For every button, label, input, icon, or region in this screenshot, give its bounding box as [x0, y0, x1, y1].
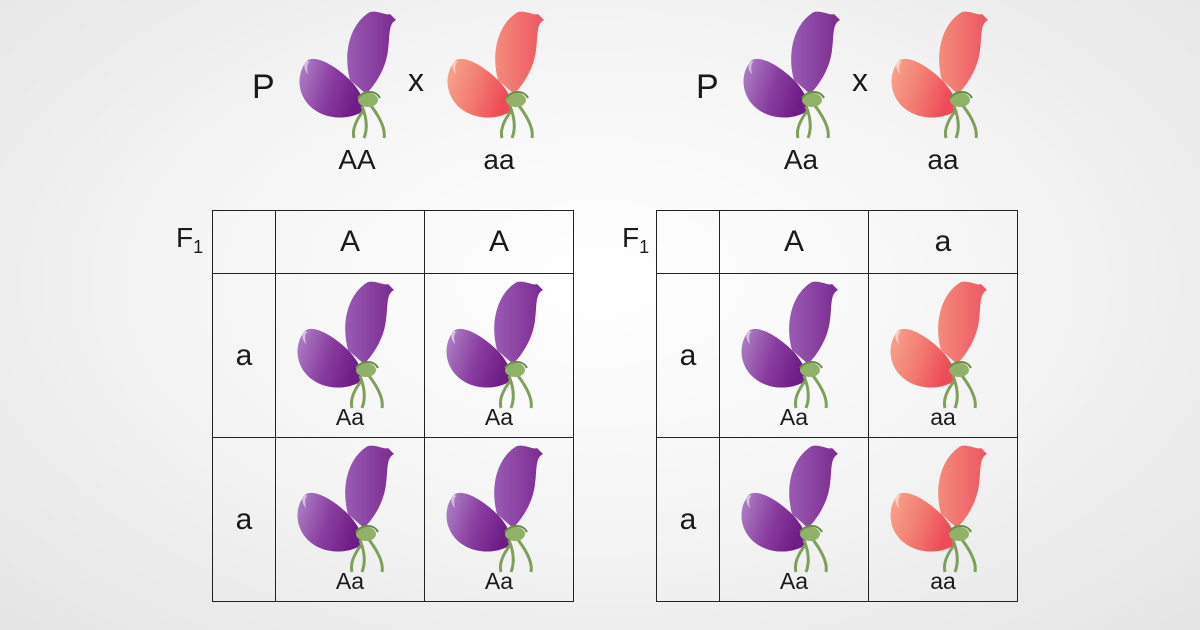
punnett-square-right: A a a Aa aa a Aa aa: [656, 210, 1018, 602]
purple-flower-icon: [734, 280, 854, 410]
cross-symbol: x: [408, 62, 424, 98]
offspring-cell: Aa: [275, 273, 425, 438]
offspring-cell: aa: [868, 437, 1018, 602]
offspring-cell: Aa: [424, 437, 574, 602]
row-allele: a: [656, 273, 720, 438]
parent2-genotype: aa: [927, 144, 959, 175]
row-allele: a: [212, 437, 276, 602]
column-allele: a: [868, 210, 1018, 274]
purple-flower-icon: [439, 280, 559, 410]
offspring-cell: aa: [868, 273, 1018, 438]
purple-flower-icon: [736, 10, 856, 140]
offspring-cell: Aa: [719, 437, 869, 602]
parent1-genotype: Aa: [783, 144, 819, 175]
punnett-square-left: A A a Aa Aa a Aa Aa: [212, 210, 574, 602]
purple-flower-icon: [439, 444, 559, 574]
offspring-genotype: aa: [930, 404, 956, 430]
purple-flower-icon: [292, 10, 412, 140]
parent2-genotype: aa: [483, 144, 515, 175]
purple-flower-icon: [290, 444, 410, 574]
row-allele: a: [212, 273, 276, 438]
offspring-genotype: Aa: [779, 404, 809, 430]
column-allele: A: [275, 210, 425, 274]
generation-label-p: P: [696, 68, 719, 106]
purple-flower-icon: [290, 280, 410, 410]
column-allele: A: [719, 210, 869, 274]
offspring-genotype: aa: [930, 568, 956, 594]
corner-cell: [212, 210, 276, 274]
f1-label: F1: [622, 222, 650, 257]
column-allele: A: [424, 210, 574, 274]
pink-flower-icon: [883, 444, 1003, 574]
offspring-genotype: Aa: [484, 568, 514, 594]
offspring-cell: Aa: [424, 273, 574, 438]
pink-flower-icon: [440, 10, 560, 140]
row-allele: a: [656, 437, 720, 602]
purple-flower-icon: [734, 444, 854, 574]
offspring-genotype: Aa: [335, 404, 365, 430]
pink-flower-icon: [884, 10, 1004, 140]
f1-label: F1: [176, 222, 204, 257]
offspring-cell: Aa: [275, 437, 425, 602]
pink-flower-icon: [883, 280, 1003, 410]
offspring-cell: Aa: [719, 273, 869, 438]
generation-label-p: P: [252, 68, 275, 106]
corner-cell: [656, 210, 720, 274]
offspring-genotype: Aa: [779, 568, 809, 594]
offspring-genotype: Aa: [335, 568, 365, 594]
parent1-genotype: AA: [338, 144, 376, 175]
cross-symbol: x: [852, 62, 868, 98]
offspring-genotype: Aa: [484, 404, 514, 430]
